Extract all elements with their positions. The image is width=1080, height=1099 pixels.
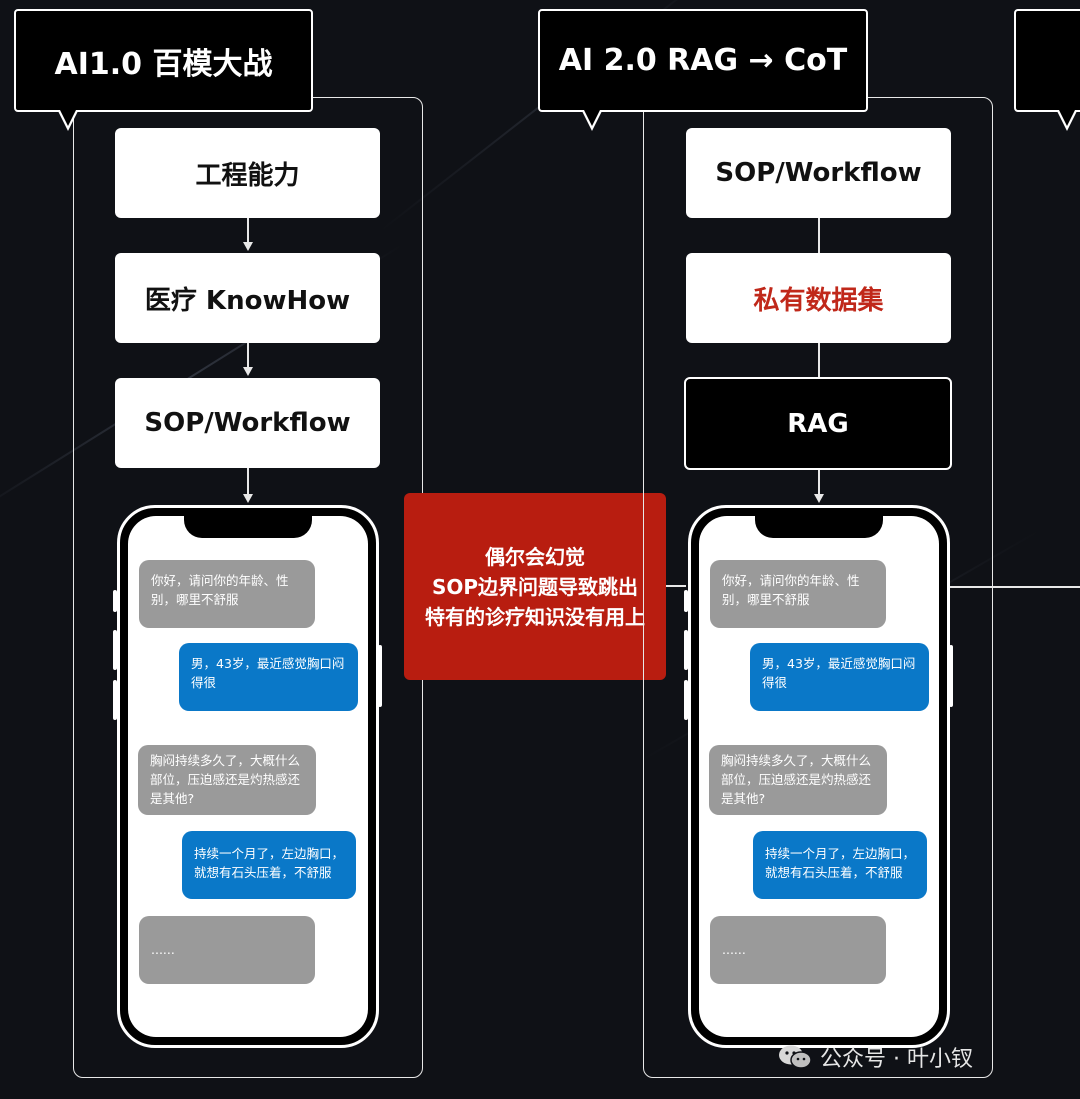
chat-2-message-3: 胸闷持续多久了，大概什么部位，压迫感还是灼热感还是其他? bbox=[709, 745, 887, 815]
wechat-icon bbox=[779, 1045, 812, 1069]
connector-left bbox=[666, 585, 686, 587]
stage1-step-knowhow: 医疗 KnowHow bbox=[115, 253, 380, 343]
stage3-title-box bbox=[1014, 9, 1080, 112]
stage1-title-tail-inner bbox=[60, 110, 76, 126]
connector-right bbox=[950, 586, 1080, 588]
chat-1-message-1: 你好，请问你的年龄、性别，哪里不舒服 bbox=[139, 560, 315, 628]
phone-1-screen: 你好，请问你的年龄、性别，哪里不舒服 男，43岁，最近感觉胸口闷得很 胸闷持续多… bbox=[128, 516, 368, 1037]
chat-2-message-1: 你好，请问你的年龄、性别，哪里不舒服 bbox=[710, 560, 886, 628]
phone-2-screen: 你好，请问你的年龄、性别，哪里不舒服 男，43岁，最近感觉胸口闷得很 胸闷持续多… bbox=[699, 516, 939, 1037]
chat-1-message-5: ...... bbox=[139, 916, 315, 984]
chat-2-message-4: 持续一个月了，左边胸口，就想有石头压着，不舒服 bbox=[753, 831, 927, 899]
watermark-text: 公众号 · 叶小钗 bbox=[820, 1047, 973, 1072]
stage1-step-sop: SOP/Workflow bbox=[115, 378, 380, 468]
chat-1-message-2: 男，43岁，最近感觉胸口闷得很 bbox=[179, 643, 358, 711]
stage1-step-engineering: 工程能力 bbox=[115, 128, 380, 218]
stage2-step-sop: SOP/Workflow bbox=[686, 128, 951, 218]
stage2-step-private-dataset: 私有数据集 bbox=[686, 253, 951, 343]
watermark: 公众号 · 叶小钗 bbox=[778, 1037, 973, 1077]
problem-3: 特有的诊疗知识没有用上 bbox=[425, 604, 645, 629]
problem-1: 偶尔会幻觉 bbox=[485, 544, 585, 569]
phone-2-notch bbox=[755, 516, 883, 538]
stage3-title-tail-inner bbox=[1059, 110, 1075, 126]
chat-1-message-3: 胸闷持续多久了，大概什么部位，压迫感还是灼热感还是其他? bbox=[138, 745, 316, 815]
stage1-title: AI1.0 百模大战 bbox=[14, 9, 313, 112]
phone-1-notch bbox=[184, 516, 312, 538]
stage2-step-rag: RAG bbox=[684, 377, 952, 470]
stage2-title-tail-inner bbox=[584, 110, 600, 126]
chat-2-message-5: ...... bbox=[710, 916, 886, 984]
problem-2: SOP边界问题导致跳出 bbox=[431, 574, 639, 599]
chat-1-message-4: 持续一个月了，左边胸口，就想有石头压着，不舒服 bbox=[182, 831, 356, 899]
problem-callout: 偶尔会幻觉 SOP边界问题导致跳出 特有的诊疗知识没有用上 bbox=[404, 493, 666, 680]
stage2-title: AI 2.0 RAG → CoT bbox=[538, 9, 868, 112]
chat-2-message-2: 男，43岁，最近感觉胸口闷得很 bbox=[750, 643, 929, 711]
